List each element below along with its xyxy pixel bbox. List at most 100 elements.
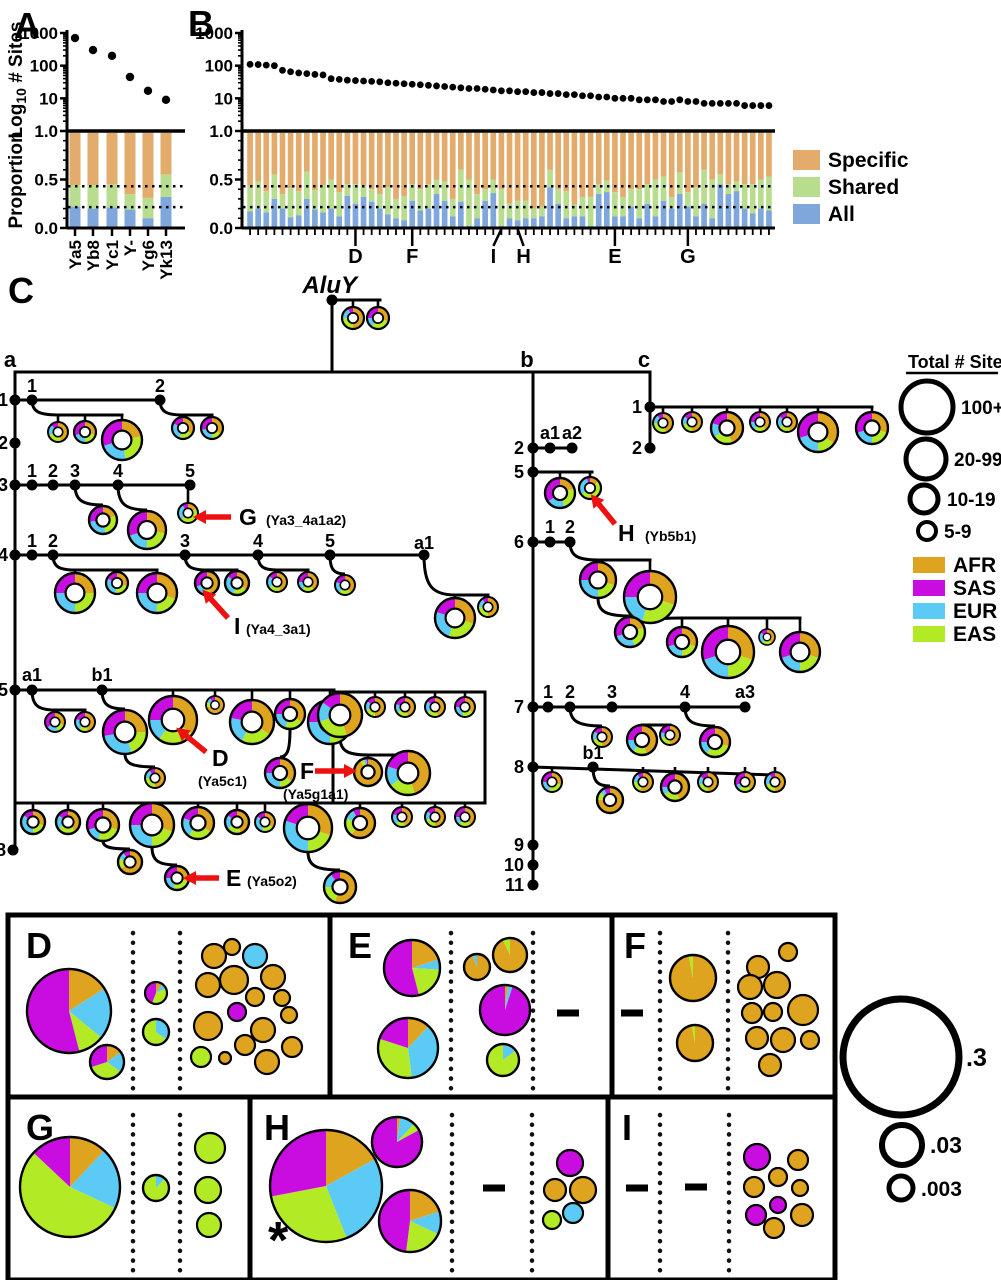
tree-node-label: 11: [505, 875, 524, 895]
panel-f-label: F: [624, 925, 646, 966]
clade-marker-letter: E: [608, 246, 621, 268]
allele-frequency-donut: [297, 571, 319, 593]
tree-node-dot: [527, 536, 539, 548]
allele-frequency-donut: [778, 630, 822, 674]
tree-node-dot: [9, 437, 21, 449]
bar-shared: [287, 188, 294, 218]
scatter-point: [757, 102, 765, 109]
tree-node-dot: [9, 684, 21, 696]
bar-shared: [441, 181, 448, 201]
allele-frequency-donut: [424, 696, 446, 718]
bar-shared: [247, 185, 253, 212]
tree-trunk-label-a: a: [4, 347, 17, 372]
bar-specific: [758, 132, 764, 180]
bar-shared: [87, 185, 99, 209]
scatter-point: [352, 77, 359, 84]
bar-specific: [142, 132, 154, 198]
tree-node-label: 9: [514, 835, 524, 855]
allele-frequency-donut: [454, 806, 476, 828]
bar-all: [636, 218, 643, 228]
allele-frequency-donut: [87, 504, 119, 536]
absent-minus-sign: [685, 1183, 707, 1191]
scatter-point: [627, 94, 635, 102]
pop-legend-swatch-sas: [913, 580, 945, 596]
bar-all: [749, 213, 756, 228]
tree-node-dot: [644, 401, 656, 413]
bar-specific: [595, 132, 602, 185]
allele-frequency-donut: [454, 696, 476, 718]
annotation-arrowhead: [176, 727, 191, 742]
pop-legend-label-sas: SAS: [953, 577, 996, 600]
annotation-letter-E: E: [226, 865, 241, 891]
bar-shared: [376, 194, 383, 209]
bar-specific: [490, 132, 497, 180]
bar-all: [644, 203, 651, 228]
tree-node-label: 3: [607, 682, 617, 702]
bar-all: [449, 216, 456, 228]
scatter-point: [570, 91, 578, 99]
tree-node-dot: [606, 701, 618, 713]
individual-site-circle: [736, 973, 764, 1001]
tree-node-label: 4: [253, 531, 263, 551]
bar-specific: [295, 132, 302, 192]
bar-shared: [312, 190, 318, 210]
tree-trunk-label-b: b: [520, 347, 533, 372]
bar-specific: [271, 132, 278, 175]
allele-frequency-donut: [316, 691, 364, 739]
bar-all: [376, 208, 383, 228]
frequency-pie: [382, 938, 442, 998]
bar-shared: [344, 184, 351, 196]
bar-shared: [571, 204, 578, 217]
allele-frequency-donut: [352, 756, 384, 788]
share-legend-label-all: All: [828, 203, 855, 226]
annotation-arrow: [596, 501, 618, 526]
tree-node-label: 1: [27, 461, 37, 481]
panel-h-label: H: [264, 1107, 290, 1148]
scatter-point: [741, 102, 749, 109]
allele-frequency-donut: [697, 771, 719, 793]
tree-node-dot: [7, 844, 19, 856]
bar-specific: [255, 132, 261, 182]
absent-minus-sign: [557, 1009, 579, 1017]
individual-site-circle: [786, 993, 820, 1027]
scatter-point: [692, 98, 700, 105]
bar-all: [336, 216, 343, 228]
annotation-letter-I: I: [234, 613, 240, 639]
scatter-point: [441, 83, 449, 90]
bar-shared: [539, 206, 545, 217]
bar-shared: [733, 181, 740, 192]
allele-frequency-donut: [254, 811, 276, 833]
bar-shared: [725, 184, 732, 195]
scatter-point: [733, 99, 740, 107]
allele-frequency-donut: [433, 596, 477, 640]
clade-marker-letter: I: [491, 246, 497, 268]
bar-shared: [474, 194, 480, 219]
bar-all: [441, 200, 448, 228]
size-legend-label-10-19: 10-19: [947, 490, 996, 511]
bar-shared: [693, 187, 699, 217]
allele-frequency-donut: [282, 802, 334, 854]
x-axis-category-label: Yc1: [103, 240, 122, 270]
allele-frequency-donut: [543, 476, 577, 510]
bar-shared: [636, 189, 643, 219]
tree-node-label: 1: [27, 376, 37, 396]
individual-site-circle: [768, 1195, 788, 1215]
individual-site-circle: [799, 1029, 821, 1051]
scatter-point: [514, 88, 522, 96]
scatter-point: [311, 71, 319, 78]
allele-frequency-donut: [128, 801, 176, 849]
tree-node-dot: [564, 701, 576, 713]
tree-root-label: AluY: [301, 272, 359, 299]
tree-branch-curve: [123, 753, 156, 769]
pop-legend-swatch-eur: [913, 603, 945, 619]
bar-specific: [360, 132, 367, 186]
scatter-point: [88, 45, 98, 55]
bar-all: [360, 196, 367, 228]
bar-all: [676, 194, 683, 228]
bar-shared: [433, 179, 440, 195]
bar-shared: [124, 194, 136, 210]
x-axis-category-label: Yb8: [84, 240, 103, 271]
y-axis-tick-label: 10: [214, 89, 233, 108]
bar-shared: [587, 196, 594, 227]
individual-site-circle: [193, 1175, 223, 1205]
